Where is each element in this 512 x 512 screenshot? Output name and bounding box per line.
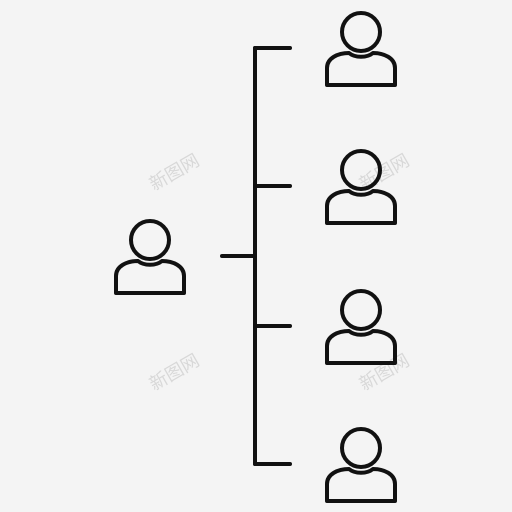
child-person-icon	[325, 149, 397, 225]
watermark-text: 新图网	[146, 350, 203, 395]
child-person-icon	[325, 289, 397, 365]
person-body	[325, 467, 397, 503]
child-person-icon	[325, 427, 397, 503]
child-person-icon	[325, 11, 397, 87]
person-body	[325, 51, 397, 87]
watermark-text: 新图网	[146, 150, 203, 195]
person-head	[340, 427, 382, 469]
person-body	[114, 259, 186, 295]
person-head	[340, 149, 382, 191]
connector-lines	[220, 46, 292, 466]
root-person-icon	[114, 219, 186, 295]
person-head	[340, 289, 382, 331]
person-head	[129, 219, 171, 261]
person-body	[325, 189, 397, 225]
person-head	[340, 11, 382, 53]
watermark-text: 新图网	[356, 350, 413, 395]
person-body	[325, 329, 397, 365]
